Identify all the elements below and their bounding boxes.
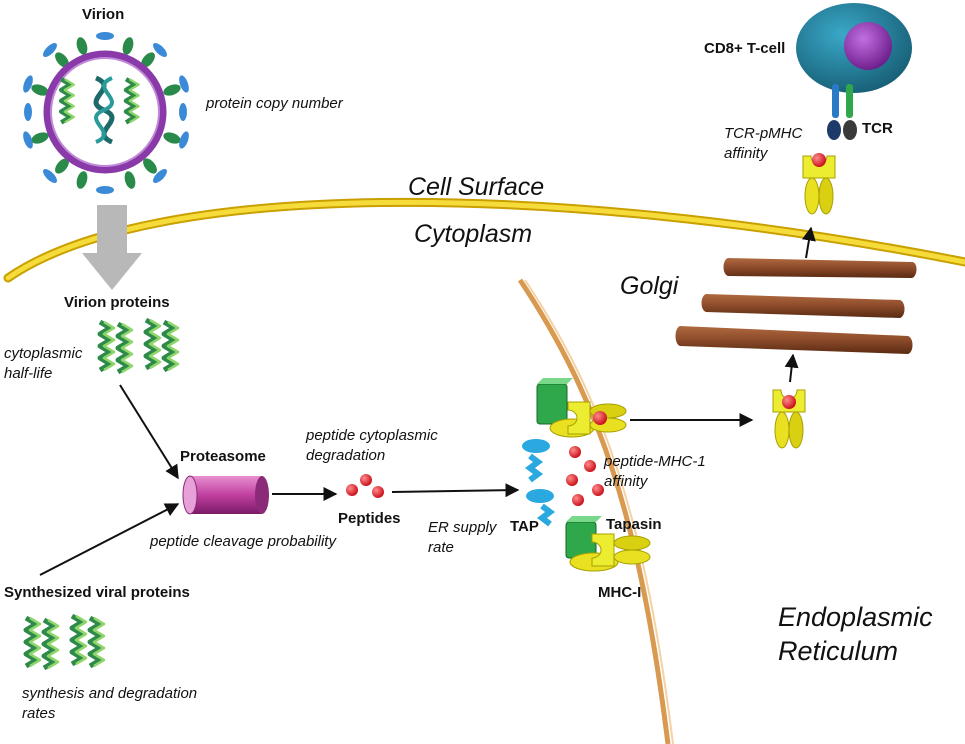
golgi-label: Golgi xyxy=(620,272,679,300)
peptide-degradation-label-1: peptide cytoplasmic xyxy=(306,427,438,444)
cell-surface-label: Cell Surface xyxy=(408,173,545,201)
cd8-t-cell xyxy=(796,3,912,140)
virion-proteins-label: Virion proteins xyxy=(64,294,170,311)
peptide-loading-complex-upper xyxy=(536,378,627,438)
mhc-peptide-complex-transit xyxy=(772,389,806,449)
er-peptides xyxy=(566,446,604,506)
cd8-t-cell-label: CD8+ T-cell xyxy=(704,40,786,57)
peptide-mhc-affinity-label-1: peptide-MHC-1 xyxy=(604,453,706,470)
flow-arrows xyxy=(39,226,816,576)
virion-to-proteins-arrow xyxy=(82,205,142,290)
cytoplasmic-half-life-label-2: half-life xyxy=(4,365,53,382)
proteasome-cylinder xyxy=(182,475,269,515)
tapasin-label: Tapasin xyxy=(606,516,662,533)
endoplasmic-reticulum-label-2: Reticulum xyxy=(778,636,899,666)
protein-copy-number-label: protein copy number xyxy=(206,95,343,112)
endoplasmic-reticulum-label-1: Endoplasmic xyxy=(778,602,933,632)
cytoplasmic-half-life-label-1: cytoplasmic xyxy=(4,345,83,362)
er-supply-rate-label-2: rate xyxy=(428,539,454,556)
er-supply-rate-label-1: ER supply xyxy=(428,519,497,536)
virion-dna-helix xyxy=(93,75,115,145)
peptide-mhc-affinity-label-2: affinity xyxy=(604,473,648,490)
peptides-label: Peptides xyxy=(338,510,401,527)
er-membrane xyxy=(517,278,671,744)
cytoplasm-label: Cytoplasm xyxy=(414,220,533,248)
peptide-degradation-label-2: degradation xyxy=(306,447,386,464)
tcr-label: TCR xyxy=(862,120,893,137)
proteasome-label: Proteasome xyxy=(180,448,266,465)
peptide-cleavage-probability-label: peptide cleavage probability xyxy=(150,533,336,550)
synthesized-viral-proteins-label: Synthesized viral proteins xyxy=(4,584,190,601)
mhc-peptide-complex-surface xyxy=(802,153,836,215)
virion-proteins-helices xyxy=(100,320,178,372)
tap-transporter xyxy=(522,439,555,527)
virion-particle xyxy=(23,32,189,194)
virion-label: Virion xyxy=(82,6,125,23)
synthesis-degradation-rates-label-1: synthesis and degradation xyxy=(22,685,198,702)
mhc-i-label: MHC-I xyxy=(598,584,642,601)
synthesized-proteins-helices xyxy=(26,616,104,668)
tcr-pmhc-affinity-label-2: affinity xyxy=(724,145,768,162)
golgi-apparatus xyxy=(675,258,917,354)
cytoplasmic-peptides xyxy=(346,474,384,498)
tap-label: TAP xyxy=(510,518,539,535)
tcr-pmhc-affinity-label-1: TCR-pMHC xyxy=(724,125,803,142)
synthesis-degradation-rates-label-2: rates xyxy=(22,705,56,722)
peptide-loading-complex-lower xyxy=(565,516,651,572)
